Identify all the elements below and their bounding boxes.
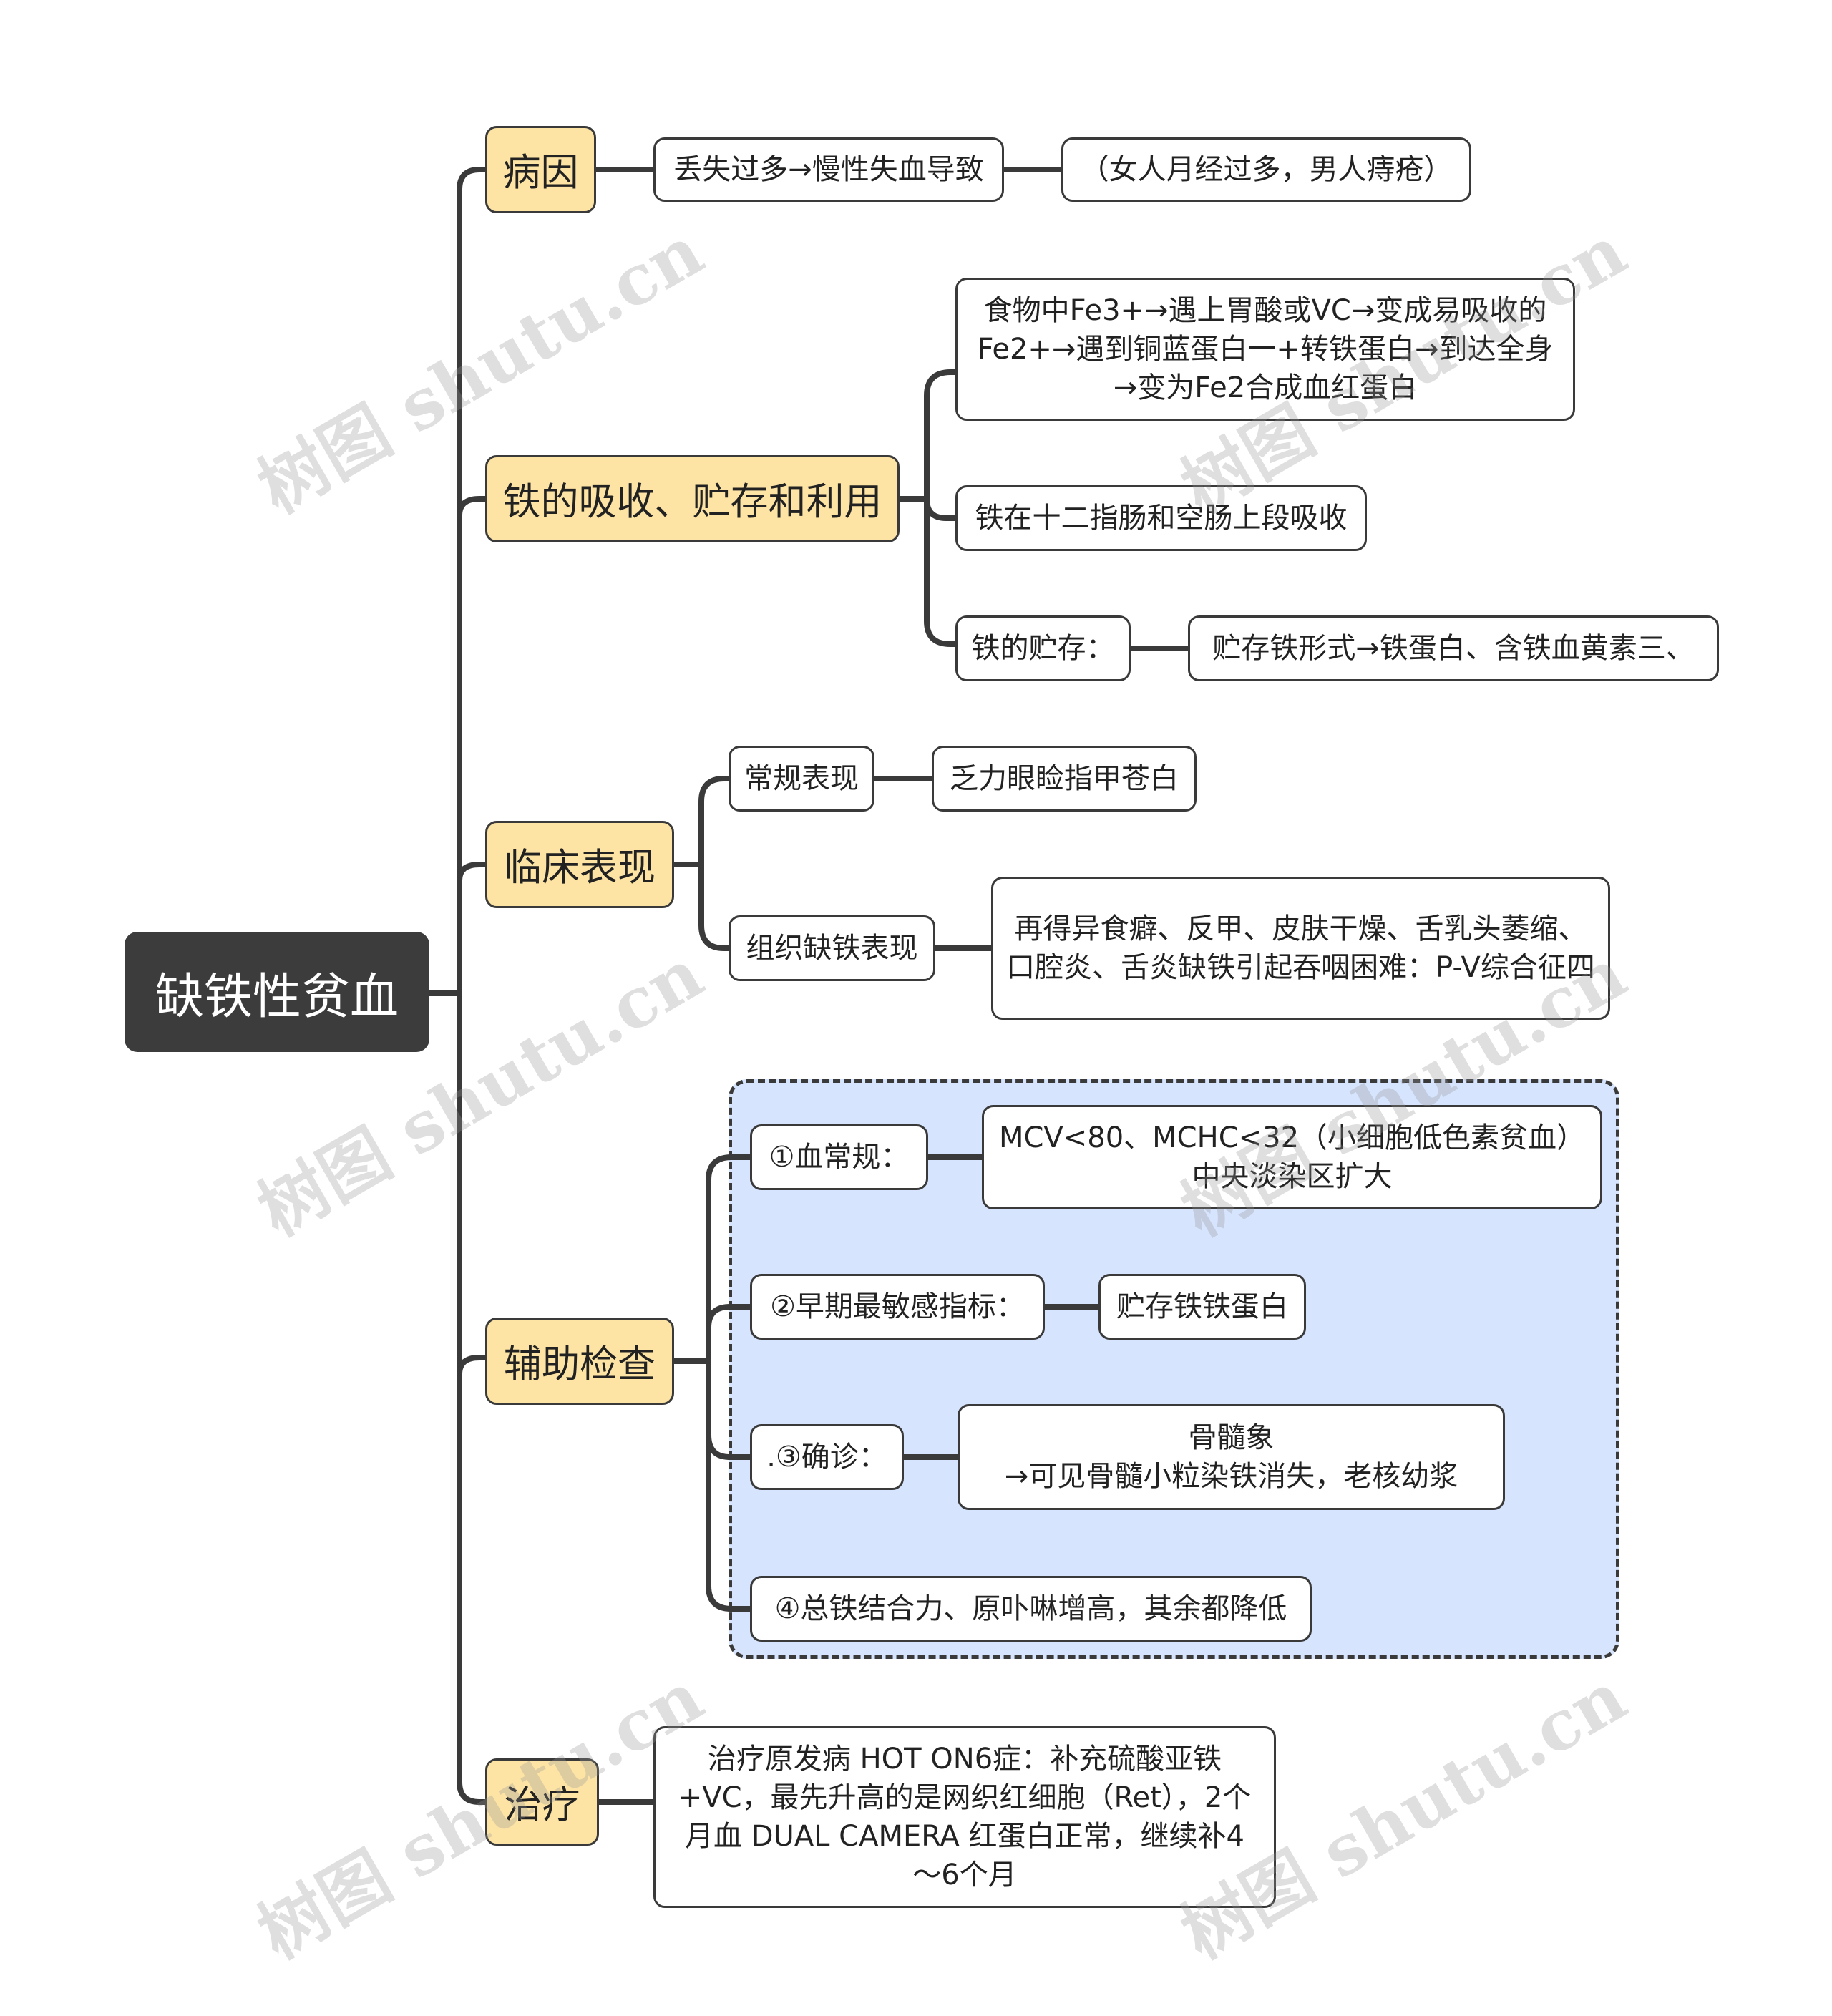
- root-node[interactable]: 缺铁性贫血: [125, 932, 429, 1052]
- exam-early-detail[interactable]: 贮存铁铁蛋白: [1098, 1274, 1306, 1340]
- link-clinical-vertical: [698, 776, 731, 951]
- iron-path[interactable]: 食物中Fe3+→遇上胃酸或VC→变成易吸收的Fe2+→遇到铜蓝蛋白一+转铁蛋白→…: [955, 278, 1575, 421]
- clinical-general-label[interactable]: 常规表现: [729, 746, 874, 812]
- confirm-line-2: →可见骨髓小粒染铁消失，老核幼浆: [1004, 1460, 1458, 1493]
- branch-cause[interactable]: 病因: [485, 126, 596, 213]
- iron-absorption[interactable]: 铁在十二指肠和空肠上段吸收: [955, 485, 1367, 551]
- link-exam-confirm: [706, 1432, 753, 1460]
- cause-detail[interactable]: 丢失过多→慢性失血导致: [653, 137, 1004, 202]
- iron-storage-form[interactable]: 贮存铁形式→铁蛋白、含铁血黄素三、: [1188, 615, 1719, 681]
- link-iron-absorption: [924, 496, 958, 521]
- exam-blood-label[interactable]: ①血常规：: [750, 1124, 928, 1190]
- branch-clinical[interactable]: 临床表现: [485, 821, 674, 908]
- cause-note[interactable]: （女人月经过多，男人痔疮）: [1061, 137, 1471, 202]
- link-trunk-iron: [457, 496, 488, 518]
- clinical-tissue-label[interactable]: 组织缺铁表现: [729, 915, 935, 981]
- exam-blood-detail[interactable]: MCV<80、MCHC<32（小细胞低色素贫血）中央淡染区扩大: [982, 1105, 1602, 1209]
- confirm-line-1: 骨髓象: [1188, 1421, 1275, 1454]
- link-trunk-exam: [457, 1355, 488, 1377]
- exam-other[interactable]: ④总铁结合力、原卟啉增高，其余都降低: [750, 1576, 1312, 1642]
- link-exam-vertical: [706, 1154, 753, 1612]
- link-exam-early: [706, 1304, 753, 1330]
- branch-exam[interactable]: 辅助检查: [485, 1318, 674, 1405]
- clinical-tissue-detail[interactable]: 再得异食癖、反甲、皮肤干燥、舌乳头萎缩、口腔炎、舌炎缺铁引起吞咽困难：P-V综合…: [991, 877, 1610, 1020]
- treatment-detail[interactable]: 治疗原发病 HOT ON6症：补充硫酸亚铁+VC，最先升高的是网织红细胞（Ret…: [653, 1726, 1276, 1908]
- clinical-general-detail[interactable]: 乏力眼睑指甲苍白: [932, 746, 1197, 812]
- branch-iron[interactable]: 铁的吸收、贮存和利用: [485, 455, 900, 542]
- branch-treatment[interactable]: 治疗: [485, 1758, 599, 1846]
- exam-early-label[interactable]: ②早期最敏感指标：: [750, 1274, 1045, 1340]
- exam-confirm-label[interactable]: .③确诊：: [750, 1424, 904, 1490]
- link-trunk-clinical: [457, 862, 488, 883]
- link-iron-vertical: [924, 369, 958, 647]
- exam-confirm-detail[interactable]: 骨髓象 →可见骨髓小粒染铁消失，老核幼浆: [958, 1404, 1505, 1510]
- link-trunk-vertical: [457, 167, 482, 1805]
- iron-storage-label[interactable]: 铁的贮存：: [955, 615, 1131, 681]
